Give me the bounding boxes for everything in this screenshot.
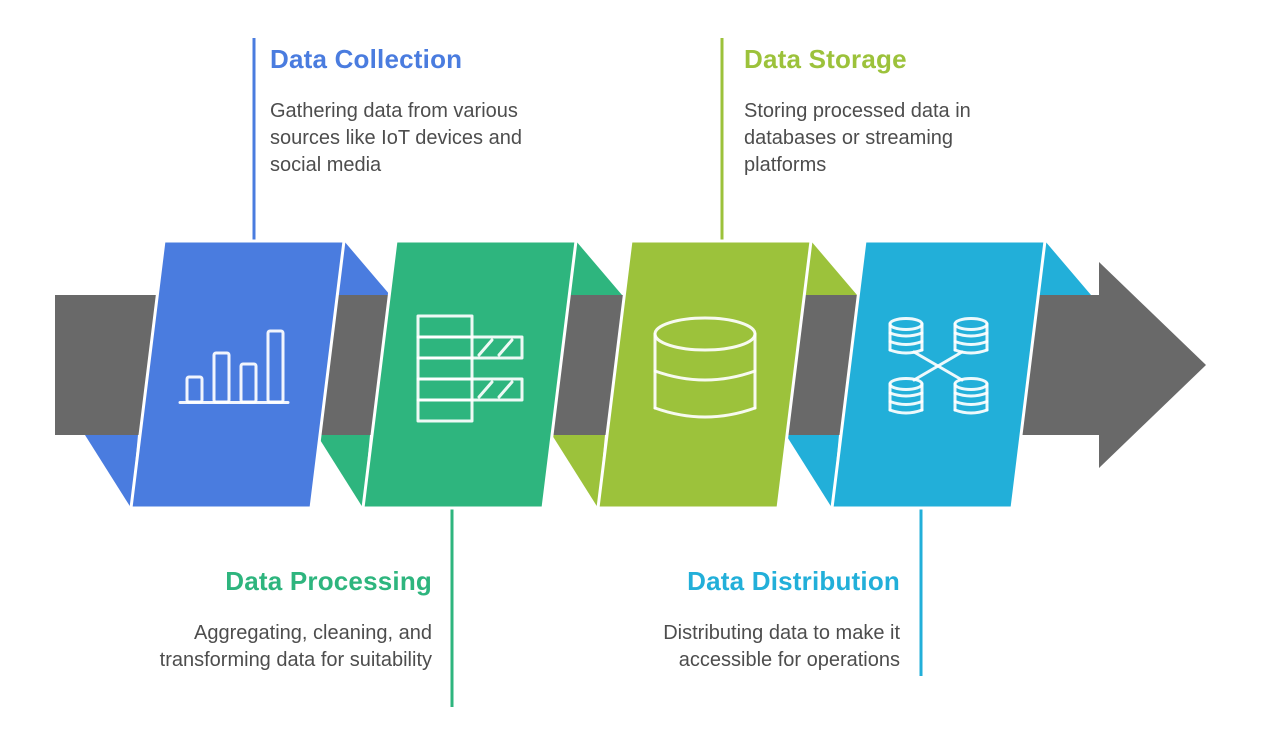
stage-label-storage: Data Storage Storing processed data in d…	[744, 44, 1014, 179]
stage-shape-collection	[129, 239, 346, 510]
stage-label-distribution: Data Distribution Distributing data to m…	[580, 566, 900, 674]
database-icon	[653, 316, 757, 419]
stage-parallelogram-distribution	[830, 239, 1047, 510]
fold-top-right-storage	[804, 241, 857, 295]
transform-table-icon	[416, 314, 524, 423]
stage-description-storage: Storing processed data in databases or s…	[744, 100, 971, 176]
stage-parallelogram-processing	[361, 239, 578, 510]
fold-bottom-left-storage	[552, 435, 605, 508]
stage-label-processing: Data Processing Aggregating, cleaning, a…	[112, 566, 432, 674]
fold-bottom-left-collection	[85, 435, 138, 508]
stage-parallelogram-storage	[596, 239, 813, 510]
stage-shape-processing	[361, 239, 578, 510]
stage-description-collection: Gathering data from various sources like…	[270, 100, 522, 176]
fold-top-right-collection	[337, 241, 390, 295]
stage-title-distribution: Data Distribution	[687, 566, 900, 596]
stage-title-processing: Data Processing	[225, 566, 432, 596]
bar-chart-icon	[178, 329, 290, 404]
stage-shape-distribution	[830, 239, 1047, 510]
fold-bottom-left-distribution	[786, 435, 839, 508]
stage-label-collection: Data Collection Gathering data from vari…	[270, 44, 582, 179]
stage-parallelogram-collection	[129, 239, 346, 510]
stage-title-storage: Data Storage	[744, 44, 907, 74]
fold-bottom-left-processing	[317, 435, 370, 508]
stage-shape-storage	[596, 239, 813, 510]
fold-top-right-processing	[569, 241, 622, 295]
stage-title-collection: Data Collection	[270, 44, 463, 74]
stage-description-processing: Aggregating, cleaning, and transforming …	[159, 622, 432, 671]
fold-top-right-distribution	[1038, 241, 1091, 295]
flow-arrow-head	[1099, 262, 1206, 468]
distributed-databases-icon	[888, 317, 989, 415]
stage-description-distribution: Distributing data to make it accessible …	[663, 622, 900, 671]
